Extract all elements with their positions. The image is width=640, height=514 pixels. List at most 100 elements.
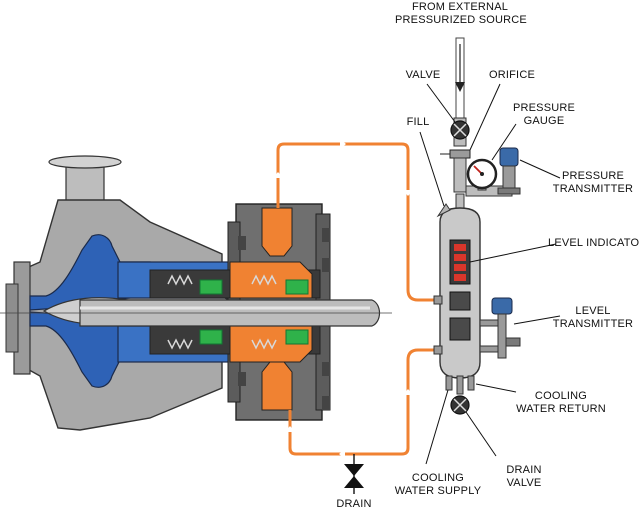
drain-nozzle	[456, 375, 464, 395]
level-vent	[505, 337, 521, 347]
transmitter-icon	[499, 147, 519, 167]
label-line: PRESSURIZED SOURCE	[395, 14, 527, 26]
shaft	[0, 299, 392, 327]
leader-cooling-return	[475, 383, 517, 393]
label-line: VALVE	[506, 477, 542, 489]
label-line: PRESSURE	[561, 170, 625, 182]
supply-line-to-seal	[276, 142, 440, 302]
leader-valve	[426, 83, 456, 123]
leader-level-transmitter	[513, 315, 561, 325]
leader-drain-valve	[465, 411, 497, 457]
label-line: PRESSURE	[512, 102, 576, 114]
label-line: DRAIN	[506, 464, 542, 476]
level-tap-lower	[479, 345, 499, 353]
level-tap-upper	[479, 319, 499, 327]
gauge-pivot	[480, 172, 484, 176]
label-line: WATER RETURN	[516, 403, 606, 415]
leader-orifice	[469, 83, 501, 151]
label-level-indicator: LEVEL INDICATOR	[548, 237, 640, 250]
spring-upper-2	[251, 274, 277, 286]
label-line: FROM EXTERNAL	[411, 1, 509, 13]
level-segment	[454, 264, 466, 271]
seal-face-outboard-upper	[285, 279, 309, 295]
level-transmitter	[479, 297, 521, 359]
label-line: TRANSMITTER	[552, 183, 634, 195]
drain-valve-handle	[453, 398, 467, 412]
level-segment	[454, 274, 466, 281]
arrow-icon	[455, 82, 465, 92]
level-segment	[454, 244, 466, 251]
transmitter-body	[502, 165, 516, 189]
label-level-transmitter: LEVEL TRANSMITTER	[548, 305, 638, 331]
barrier-piping	[273, 139, 440, 459]
flow-arrow-icon	[285, 426, 295, 432]
port-upper	[433, 295, 443, 305]
label-pressure-gauge: PRESSURE GAUGE	[506, 102, 582, 128]
pressure-gauge	[466, 158, 498, 190]
label-pressure-transmitter: PRESSURE TRANSMITTER	[548, 170, 638, 196]
port-lower	[433, 345, 443, 355]
label-line: GAUGE	[523, 115, 565, 127]
cooling-return-nozzle	[467, 375, 475, 391]
supply-pipe-bottom	[453, 157, 467, 193]
level-segment	[454, 254, 466, 261]
fill-cap	[436, 203, 451, 218]
label-line: LEVEL INDICATOR	[548, 237, 640, 249]
bolt	[238, 372, 246, 386]
label-cooling-water-supply: COOLING WATER SUPPLY	[388, 472, 488, 498]
barrier-inlet-port	[261, 207, 293, 257]
leader-cooling-supply	[425, 389, 449, 465]
barrier-outlet-port	[261, 361, 293, 411]
label-line: COOLING	[411, 472, 465, 484]
leader-level-indicator	[469, 243, 557, 263]
leader-fill	[419, 131, 445, 207]
leader-pressure-transmitter	[519, 159, 561, 179]
return-line-from-seal	[288, 348, 440, 456]
reservoir	[433, 193, 481, 415]
window-lower	[449, 317, 471, 341]
discharge-nozzle	[65, 161, 105, 203]
valve-handle	[453, 123, 467, 137]
flow-arrow-icon	[339, 449, 345, 459]
label-line: VALVE	[405, 69, 441, 81]
bowtie-valve-icon	[344, 476, 364, 488]
pressure-transmitter	[497, 147, 521, 195]
label-line: WATER SUPPLY	[394, 485, 482, 497]
label-drain: DRAIN	[328, 498, 380, 511]
flow-arrow-icon	[403, 389, 413, 395]
cooling-supply-nozzle	[445, 375, 453, 391]
label-line: ORIFICE	[488, 69, 535, 81]
suction-nozzle	[5, 283, 19, 353]
pump-casing	[5, 155, 239, 431]
transmitter-flange	[497, 187, 521, 195]
discharge-flange	[48, 155, 122, 169]
label-line: DRAIN	[336, 498, 372, 510]
leader-lines	[419, 83, 561, 465]
window-upper	[449, 291, 471, 311]
label-line: FILL	[406, 116, 430, 128]
label-orifice: ORIFICE	[482, 69, 542, 82]
flow-arrow-icon	[340, 139, 346, 149]
flow-arrow-icon	[403, 190, 413, 196]
orifice-plate	[449, 149, 471, 159]
seal-face-inboard-upper	[199, 279, 223, 295]
bolt	[238, 236, 246, 250]
label-fill: FILL	[398, 116, 438, 129]
label-line: LEVEL	[575, 305, 611, 317]
spring-lower-2	[251, 338, 277, 350]
spring-lower	[167, 338, 193, 350]
label-line: TRANSMITTER	[552, 318, 634, 330]
level-transmitter-body	[497, 313, 507, 359]
label-external-source: FROM EXTERNAL PRESSURIZED SOURCE	[395, 1, 527, 27]
bolt	[322, 258, 330, 272]
bolt	[322, 362, 330, 376]
bolt	[322, 228, 330, 242]
label-valve: VALVE	[398, 69, 448, 82]
label-cooling-water-return: COOLING WATER RETURN	[506, 390, 616, 416]
drain-valve-symbol	[344, 454, 364, 494]
label-drain-valve: DRAIN VALVE	[496, 464, 552, 490]
transmitter-icon	[491, 297, 513, 315]
bolt	[322, 396, 330, 410]
